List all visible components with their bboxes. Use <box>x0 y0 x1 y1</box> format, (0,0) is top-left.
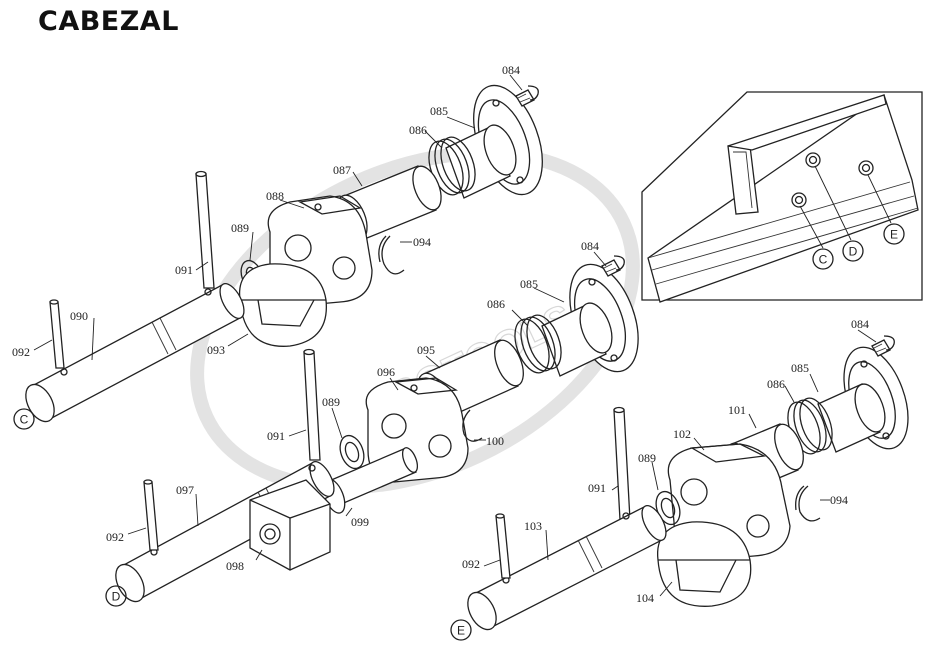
inset-marker-d: D <box>843 241 863 261</box>
label-top-092: 092 <box>12 345 30 359</box>
label-top-090: 090 <box>70 309 88 323</box>
label-mid-098: 098 <box>226 559 244 573</box>
label-top-089: 089 <box>231 221 249 235</box>
label-bot-094: 094 <box>830 493 848 507</box>
svg-text:D: D <box>112 590 121 604</box>
label-mid-091: 091 <box>267 429 285 443</box>
label-top-087: 087 <box>333 163 351 177</box>
label-mid-100: 100 <box>486 434 504 448</box>
part-094-circlip-bot <box>796 486 820 521</box>
label-top-088: 088 <box>266 189 284 203</box>
inset-marker-e: E <box>884 224 904 244</box>
svg-text:E: E <box>890 228 898 242</box>
part-104-cam <box>658 522 751 606</box>
label-mid-086: 086 <box>487 297 505 311</box>
svg-text:C: C <box>20 413 29 427</box>
part-100-circlip <box>463 410 482 441</box>
label-mid-084: 084 <box>581 239 599 253</box>
label-bot-089: 089 <box>638 451 656 465</box>
svg-text:E: E <box>457 624 465 638</box>
marker-d: D <box>106 586 126 606</box>
part-103-shaft <box>462 502 671 634</box>
label-mid-092: 092 <box>106 530 124 544</box>
part-092-pin <box>50 300 64 368</box>
inset-marker-c: C <box>813 249 833 269</box>
label-top-085: 085 <box>430 104 448 118</box>
label-mid-097: 097 <box>176 483 194 497</box>
label-mid-096: 096 <box>377 365 395 379</box>
label-mid-095: 095 <box>417 343 435 357</box>
svg-text:C: C <box>819 253 828 267</box>
label-mid-089: 089 <box>322 395 340 409</box>
label-bot-103: 103 <box>524 519 542 533</box>
label-bot-084: 084 <box>851 317 869 331</box>
svg-text:D: D <box>849 245 858 259</box>
label-mid-085: 085 <box>520 277 538 291</box>
label-bot-101: 101 <box>728 403 746 417</box>
part-091-pin-mid <box>304 350 320 461</box>
label-bot-086: 086 <box>767 377 785 391</box>
label-top-086: 086 <box>409 123 427 137</box>
label-top-094: 094 <box>413 235 431 249</box>
inset-panel: C D E <box>642 92 922 302</box>
part-092-pin-bot <box>496 514 510 578</box>
part-091-pin <box>196 172 214 289</box>
label-bot-104: 104 <box>636 591 654 605</box>
part-092-pin-mid <box>144 480 158 550</box>
label-top-091: 091 <box>175 263 193 277</box>
label-bot-102: 102 <box>673 427 691 441</box>
label-bot-092: 092 <box>462 557 480 571</box>
inset-plate <box>648 95 918 302</box>
label-bot-085: 085 <box>791 361 809 375</box>
label-top-093: 093 <box>207 343 225 357</box>
label-top-084: 084 <box>502 63 520 77</box>
label-bot-091: 091 <box>588 481 606 495</box>
label-mid-099: 099 <box>351 515 369 529</box>
marker-e: E <box>451 620 471 640</box>
part-093-cam <box>240 264 327 346</box>
part-091-pin-bot <box>614 408 630 521</box>
marker-c: C <box>14 409 34 429</box>
